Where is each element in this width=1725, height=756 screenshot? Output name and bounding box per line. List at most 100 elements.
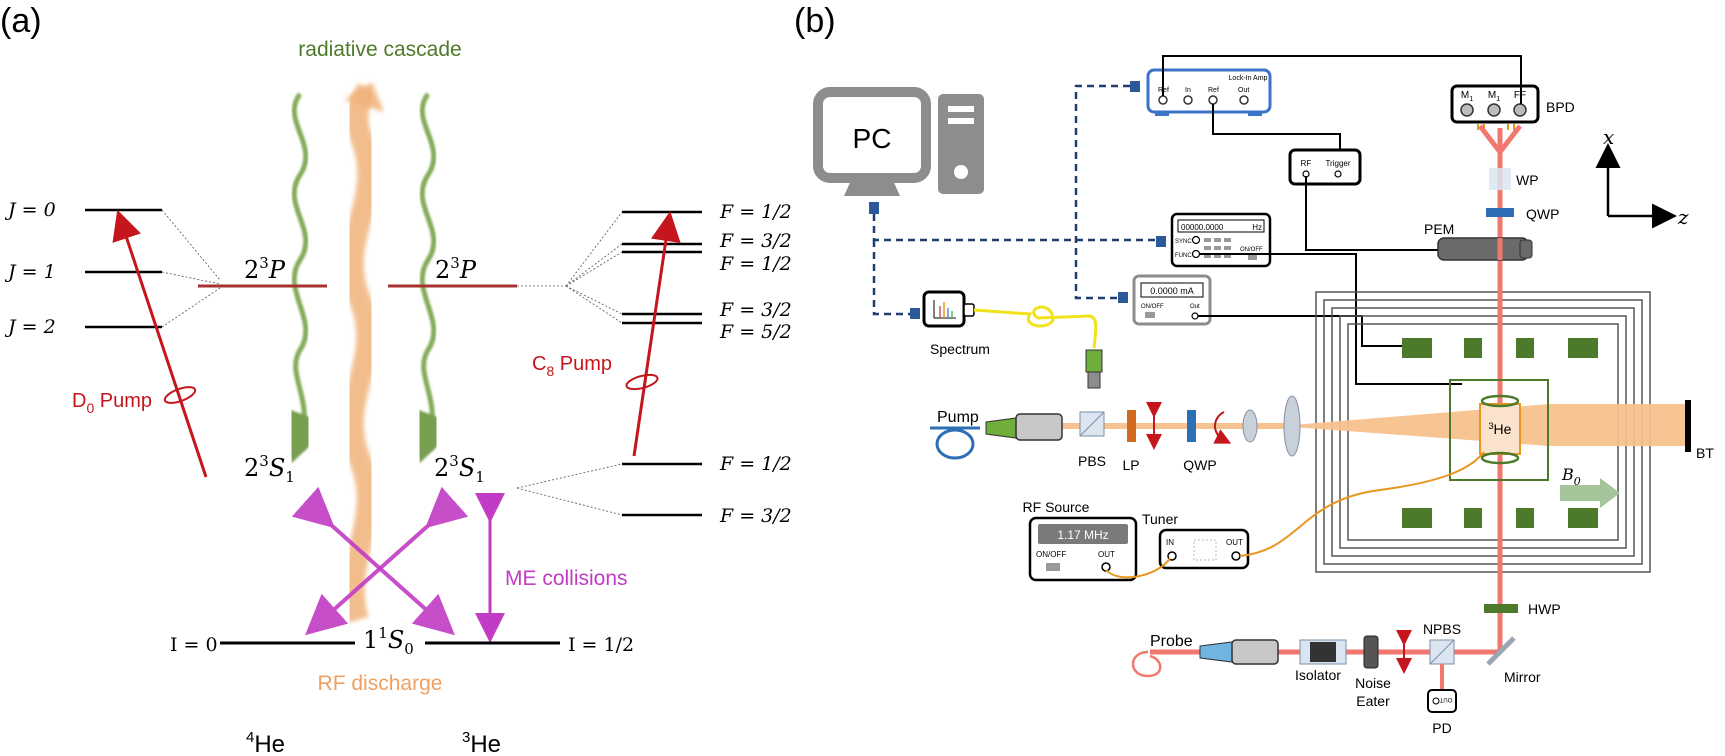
- pc-stand: [844, 178, 900, 196]
- pem-label: PEM: [1424, 221, 1454, 237]
- bpd-label: BPD: [1546, 99, 1575, 115]
- rf-trigger-label-trigger: Trigger: [1325, 159, 1350, 168]
- funcgen-key-4: [1204, 246, 1211, 250]
- f-lower-label-2: F = 3/2: [719, 505, 792, 527]
- left-s-label: 23S1: [244, 452, 295, 486]
- f-lower-connector-1: [516, 463, 623, 489]
- funcgen-display-unit: Hz: [1252, 223, 1262, 232]
- funcgen-key-1: [1204, 238, 1211, 242]
- funcgen-key-6: [1224, 246, 1231, 250]
- qwp-pump-label: QWP: [1183, 457, 1216, 473]
- tuner-in-port: [1167, 551, 1177, 561]
- f-lower-label-1: F = 1/2: [719, 453, 792, 475]
- lock-in-foot-1: [1155, 112, 1169, 116]
- f-upper-label-1: F = 1/2: [719, 201, 792, 223]
- fiber-coupler-green: [1085, 349, 1103, 373]
- funcgen-display-value: 00000.0000: [1181, 223, 1224, 232]
- probe-beam-split-right: [1498, 124, 1522, 154]
- mirror: [1486, 636, 1516, 666]
- lock-in-port-label-2: In: [1185, 87, 1191, 94]
- wire-rf-to-pem: [1305, 176, 1440, 251]
- f-levels-lower: F = 1/2 F = 3/2: [516, 453, 792, 527]
- he3-cell: [1479, 403, 1521, 455]
- right-s-label: 23S1: [434, 452, 485, 486]
- tuner-in-label: IN: [1166, 538, 1174, 547]
- npbs-diagonal: [1429, 639, 1455, 665]
- probe-label: Probe: [1150, 633, 1193, 650]
- coordinate-axes: x z: [1595, 125, 1689, 229]
- funcgen-key-3: [1224, 238, 1231, 242]
- funcgen-onoff-button: [1248, 254, 1257, 260]
- fiber-yellow: [973, 305, 1098, 349]
- axis-x-label: x: [1603, 125, 1614, 149]
- rf-source-onoff-button: [1046, 563, 1060, 571]
- rf-discharge-arrow: [341, 82, 380, 624]
- noise-eater-label-2: Eater: [1356, 693, 1390, 709]
- linear-polarizer: [1127, 410, 1136, 442]
- probe-fiber-loop: [1131, 650, 1162, 678]
- lock-in-port-4: [1239, 95, 1249, 105]
- bpd-port-label-2: M1: [1488, 90, 1500, 103]
- noise-eater: [1363, 635, 1379, 669]
- cell-coil-bottom: [1480, 451, 1520, 465]
- pump-beam-cell-region: [1550, 404, 1690, 446]
- lock-in-port-2: [1183, 95, 1193, 105]
- control-lines: [872, 84, 1160, 316]
- cascade-arrow-right: [413, 92, 461, 464]
- funcgen-key-5: [1214, 246, 1221, 250]
- probe-beam-split-left: [1478, 124, 1502, 154]
- pump-collimator-body: [1015, 413, 1063, 441]
- pem-head: [1519, 239, 1533, 259]
- panel-a-label: (a): [0, 2, 42, 40]
- coil-bottom-3: [1516, 508, 1534, 528]
- beam-trap-label: BT: [1696, 445, 1714, 461]
- coil-bottom-4: [1568, 508, 1598, 528]
- bpd-port-2: [1487, 103, 1501, 117]
- c8-pump-arrow: [632, 211, 681, 457]
- wollaston-prism: [1489, 168, 1511, 190]
- rf-source: RF Source 1.17 MHz ON/OFF OUT: [1023, 499, 1138, 582]
- pc-drive-1: [948, 106, 974, 112]
- spectrum-input-port: [963, 303, 975, 317]
- cascade-label: radiative cascade: [298, 38, 461, 61]
- rf-label: RF discharge: [318, 672, 443, 695]
- pump-collimator-green: [985, 417, 1017, 439]
- pem-body: [1437, 237, 1529, 261]
- j2-connector: [161, 287, 221, 328]
- j0-label: J = 0: [4, 199, 56, 221]
- funcgen-key-8: [1214, 254, 1221, 258]
- qwp-probe-label: QWP: [1526, 206, 1559, 222]
- funcgen-key-9: [1224, 254, 1231, 258]
- dash-to-funcgen: [872, 214, 1160, 242]
- coil-top-2: [1464, 338, 1482, 358]
- tuner-body: [1158, 528, 1250, 570]
- lockin-dash-port: [1130, 81, 1140, 92]
- isolator-label: Isolator: [1295, 667, 1341, 683]
- pump-fiber-loop: [935, 428, 975, 460]
- rf-cable-to-cell: [1239, 451, 1485, 557]
- pc-computer: PC: [813, 87, 984, 214]
- current-source-onoff-button: [1145, 312, 1155, 318]
- b0-label: B0: [1561, 465, 1581, 488]
- j1-connector: [161, 271, 221, 285]
- he3-label: 3He: [462, 729, 501, 756]
- lock-in-foot-2: [1248, 112, 1262, 116]
- wire-lockin-bpd: [1162, 55, 1522, 104]
- f-upper-label-5: F = 5/2: [719, 321, 792, 343]
- j0-connector: [161, 209, 221, 281]
- qwp-circular-arrow: [1213, 411, 1232, 444]
- pc-power-icon: [954, 165, 968, 179]
- noise-eater-label-1: Noise: [1355, 675, 1391, 691]
- npbs-label: NPBS: [1423, 621, 1461, 637]
- b0-arrow: [1560, 478, 1620, 508]
- funcgen-key-2: [1214, 238, 1221, 242]
- hwp: [1484, 604, 1518, 613]
- wire-funcgen-to-coil: [1199, 253, 1462, 385]
- coil-bottom-2: [1464, 508, 1482, 528]
- pd-port: [1432, 697, 1440, 705]
- pbs-label: PBS: [1078, 453, 1106, 469]
- lock-in-port-label-3: Ref: [1208, 87, 1219, 94]
- axis-z-label: z: [1677, 205, 1689, 229]
- cell-frame: [1449, 379, 1549, 481]
- current-source-onoff-label: ON/OFF: [1141, 304, 1164, 310]
